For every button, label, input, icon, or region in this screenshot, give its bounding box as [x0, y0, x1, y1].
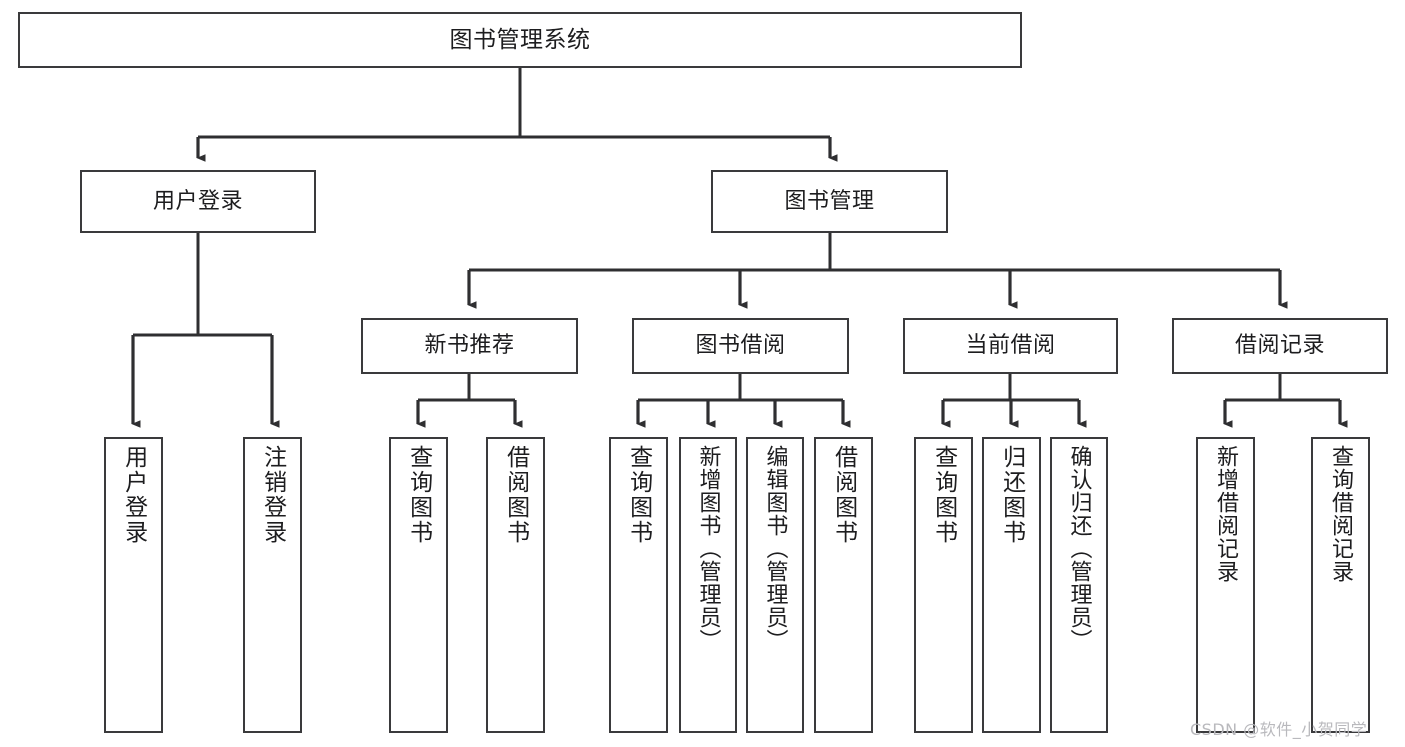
- node-user-login[interactable]: 用户登录: [80, 170, 316, 233]
- leaf-return-book[interactable]: 归还图书: [982, 437, 1041, 733]
- leaf-query-book-3[interactable]: 查询图书: [914, 437, 973, 733]
- node-label: 查询图书: [625, 445, 652, 545]
- leaf-user-login[interactable]: 用户登录: [104, 437, 163, 733]
- leaf-borrow-book-1[interactable]: 借阅图书: [486, 437, 545, 733]
- node-label: 借阅记录: [1234, 333, 1325, 359]
- node-label: 图书管理系统: [449, 26, 591, 53]
- node-label: 归还图书: [998, 445, 1025, 545]
- leaf-user-logout[interactable]: 注销登录: [243, 437, 302, 733]
- node-label: 查询图书: [930, 445, 957, 545]
- csdn-watermark: CSDN @软件_小贺同学: [1190, 720, 1368, 739]
- leaf-add-book-admin[interactable]: 新增图书（管理员）: [679, 437, 737, 733]
- node-label: 当前借阅: [965, 333, 1056, 359]
- leaf-query-book-2[interactable]: 查询图书: [609, 437, 668, 733]
- node-borrow-record[interactable]: 借阅记录: [1172, 318, 1388, 374]
- node-label: 查询借阅记录: [1328, 445, 1354, 583]
- node-label: 借阅图书: [830, 445, 857, 545]
- node-label: 新增图书（管理员）: [695, 445, 721, 652]
- node-label: 借阅图书: [502, 445, 529, 545]
- leaf-query-borrow-record[interactable]: 查询借阅记录: [1311, 437, 1370, 733]
- node-book-manage[interactable]: 图书管理: [711, 170, 948, 233]
- leaf-query-book-1[interactable]: 查询图书: [389, 437, 448, 733]
- node-book-borrow[interactable]: 图书借阅: [632, 318, 849, 374]
- node-label: 编辑图书（管理员）: [762, 445, 788, 652]
- node-new-book-recommend[interactable]: 新书推荐: [361, 318, 578, 374]
- leaf-edit-book-admin[interactable]: 编辑图书（管理员）: [746, 437, 804, 733]
- leaf-confirm-return-admin[interactable]: 确认归还（管理员）: [1050, 437, 1108, 733]
- node-label: 确认归还（管理员）: [1066, 445, 1092, 652]
- node-label: 图书管理: [784, 188, 875, 214]
- node-current-borrow[interactable]: 当前借阅: [903, 318, 1118, 374]
- node-label: 新增借阅记录: [1213, 445, 1239, 583]
- node-root-system[interactable]: 图书管理系统: [18, 12, 1022, 68]
- node-label: 查询图书: [405, 445, 432, 545]
- node-label: 用户登录: [120, 445, 147, 545]
- node-label: 新书推荐: [424, 333, 515, 359]
- leaf-borrow-book-2[interactable]: 借阅图书: [814, 437, 873, 733]
- leaf-add-borrow-record[interactable]: 新增借阅记录: [1196, 437, 1255, 733]
- node-label: 用户登录: [152, 188, 243, 214]
- node-label: 注销登录: [259, 445, 286, 545]
- node-label: 图书借阅: [695, 333, 786, 359]
